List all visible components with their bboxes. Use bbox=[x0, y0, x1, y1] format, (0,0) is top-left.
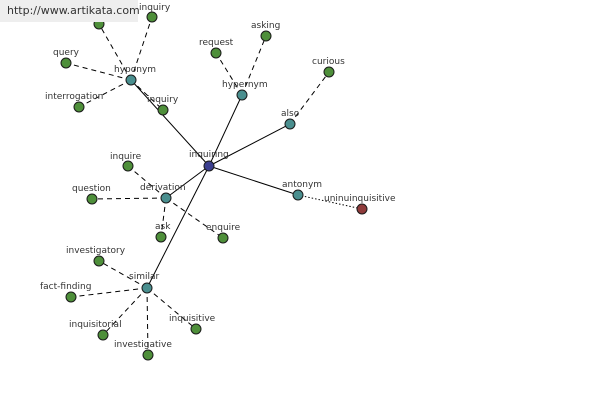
label-w-inquiry-top: inquiry bbox=[139, 3, 171, 13]
node-w-question[interactable] bbox=[86, 193, 98, 205]
label-w-asking: asking bbox=[251, 21, 280, 31]
label-w-inquisitive: inquisitive bbox=[169, 314, 216, 324]
node-antonym[interactable] bbox=[292, 189, 304, 201]
node-w-inquiry-top[interactable] bbox=[146, 11, 158, 23]
edge-hyponym-w_inquiry_top bbox=[130, 16, 153, 81]
node-w-asking[interactable] bbox=[260, 30, 272, 42]
label-derivation: derivation bbox=[140, 183, 186, 193]
edge-hypernym-w_asking bbox=[241, 35, 267, 96]
label-w-investigative: investigative bbox=[114, 340, 172, 350]
node-w-ask[interactable] bbox=[155, 231, 167, 243]
edge-hyponym-w_query bbox=[65, 62, 132, 81]
node-w-inquisitorial[interactable] bbox=[97, 329, 109, 341]
edge-also-w_curious bbox=[289, 71, 330, 125]
node-w-request[interactable] bbox=[210, 47, 222, 59]
label-w-inquire: inquire bbox=[110, 152, 142, 162]
edge-similar-w_investigative bbox=[146, 287, 149, 356]
edge-inquiring-antonym bbox=[208, 165, 299, 196]
edge-derivation-w_ask bbox=[160, 197, 167, 238]
graph-labels: inquiring hyponym hypernym also derivation an… bbox=[40, 3, 396, 350]
edge-derivation-w_inquire bbox=[127, 165, 167, 199]
label-w-query: query bbox=[53, 48, 80, 58]
node-similar[interactable] bbox=[141, 282, 153, 294]
node-w-uninquisitive[interactable] bbox=[356, 203, 368, 215]
node-w-investigative[interactable] bbox=[142, 349, 154, 361]
edge-inquiring-hypernym bbox=[208, 94, 243, 167]
edge-hyponym-w_unlabeled bbox=[98, 23, 132, 81]
label-hyponym: hyponym bbox=[114, 65, 156, 75]
label-w-enquire: enquire bbox=[206, 223, 241, 233]
node-hypernym[interactable] bbox=[236, 89, 248, 101]
node-w-interrogation[interactable] bbox=[73, 101, 85, 113]
node-w-inquisitive[interactable] bbox=[190, 323, 202, 335]
edge-hyponym-w_interrogation bbox=[78, 79, 132, 108]
edge-derivation-w_enquire bbox=[165, 197, 224, 239]
label-w-fact-finding: fact-finding bbox=[40, 282, 91, 292]
edge-inquiring-derivation bbox=[165, 165, 210, 199]
node-w-query[interactable] bbox=[60, 57, 72, 69]
edge-antonym-w_uninquisitive bbox=[297, 194, 363, 210]
node-hyponym[interactable] bbox=[125, 74, 137, 86]
node-w-fact-finding[interactable] bbox=[65, 291, 77, 303]
edge-similar-w_fact_finding bbox=[70, 287, 148, 298]
node-w-investigatory[interactable] bbox=[93, 255, 105, 267]
node-inquiring[interactable] bbox=[203, 160, 215, 172]
label-w-inquisitorial: inquisitorial bbox=[69, 320, 122, 330]
label-w-question: question bbox=[72, 184, 111, 194]
graph-nodes bbox=[60, 11, 368, 361]
node-derivation[interactable] bbox=[160, 192, 172, 204]
label-w-uninquisitive: uninuinquisitive bbox=[324, 194, 396, 204]
edge-similar-w_investigatory bbox=[98, 260, 148, 289]
label-w-interrogation: interrogation bbox=[45, 92, 103, 102]
label-w-inquiry: inquiry bbox=[147, 95, 179, 105]
edge-inquiring-similar bbox=[146, 165, 210, 289]
edge-inquiring-hyponym bbox=[130, 79, 210, 167]
node-also[interactable] bbox=[284, 118, 296, 130]
graph-edges bbox=[65, 16, 363, 356]
label-inquiring: inquiring bbox=[189, 150, 229, 160]
node-w-curious[interactable] bbox=[323, 66, 335, 78]
label-similar: similar bbox=[129, 272, 159, 282]
edge-inquiring-also bbox=[208, 123, 291, 167]
node-w-inquire[interactable] bbox=[122, 160, 134, 172]
label-hypernym: hypernym bbox=[222, 80, 268, 90]
edge-derivation-w_question bbox=[91, 197, 167, 200]
node-w-inquiry[interactable] bbox=[157, 104, 169, 116]
node-w-enquire[interactable] bbox=[217, 232, 229, 244]
label-w-ask: ask bbox=[155, 222, 171, 232]
edge-similar-w_inquisitorial bbox=[102, 287, 148, 336]
label-w-investigatory: investigatory bbox=[66, 246, 126, 256]
edge-similar-w_inquisitive bbox=[146, 287, 197, 330]
label-also: also bbox=[281, 109, 300, 119]
label-w-curious: curious bbox=[312, 57, 345, 67]
watermark-url: http://www.artikata.com bbox=[0, 0, 140, 22]
edge-hyponym-w_inquiry bbox=[130, 79, 164, 111]
label-antonym: antonym bbox=[282, 180, 322, 190]
label-w-request: request bbox=[199, 38, 234, 48]
